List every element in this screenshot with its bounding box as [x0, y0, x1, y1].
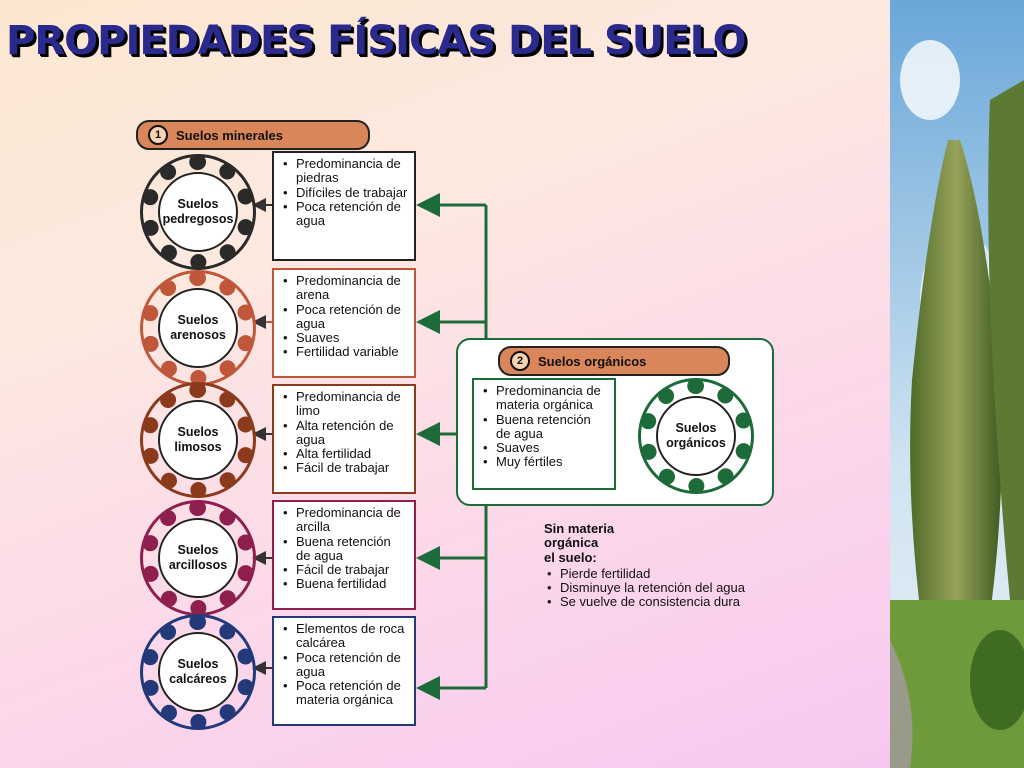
list-item: Fácil de trabajar	[282, 461, 408, 476]
box-limosos: Predominancia de limo Alta retención de …	[272, 384, 416, 494]
tree-photo	[890, 0, 1024, 768]
ring-arenosos-label: Suelos arenosos	[158, 288, 238, 368]
box-pedregosos: Predominancia de piedras Difíciles de tr…	[272, 151, 416, 261]
list-item: Alta fertilidad	[282, 446, 408, 461]
list-item: Se vuelve de consistencia dura	[544, 595, 745, 610]
ring-calcareos: Suelos calcáreos	[140, 614, 256, 730]
ring-organicos-label: Suelos orgánicos	[656, 396, 736, 476]
ring-calcareos-label: Suelos calcáreos	[158, 632, 238, 712]
list-item: Disminuye la retención del agua	[544, 580, 745, 595]
list-item: Poca retención de agua	[282, 302, 408, 332]
ring-limosos: Suelos limosos	[140, 382, 256, 498]
list-item: Fertilidad variable	[282, 345, 408, 360]
list-item: Pierde fertilidad	[544, 566, 745, 581]
list-item: Suaves	[482, 440, 608, 455]
organicos-label: Suelos orgánicos	[538, 353, 647, 369]
box-arenosos: Predominancia de arena Poca retención de…	[272, 268, 416, 378]
ring-limosos-label: Suelos limosos	[158, 400, 238, 480]
note-sin-materia-organica: Sin materia orgánica el suelo: Pierde fe…	[544, 521, 745, 610]
list-item: Predominancia de arcilla	[282, 505, 408, 535]
minerales-number: 1	[148, 125, 168, 145]
list-item: Predominancia de piedras	[282, 156, 408, 186]
list-item: Predominancia de limo	[282, 389, 408, 419]
list-item: Difíciles de trabajar	[282, 185, 408, 200]
ring-arenosos: Suelos arenosos	[140, 270, 256, 386]
note-heading: Sin materia orgánica el suelo:	[544, 521, 615, 565]
ring-pedregosos: Suelos pedregosos	[140, 154, 256, 270]
organicos-pill: 2 Suelos orgánicos	[498, 346, 730, 376]
slide-title: PROPIEDADES FÍSICAS DEL SUELO	[6, 18, 747, 64]
box-organicos: Predominancia de materia orgánica Buena …	[472, 378, 616, 490]
minerales-pill: 1 Suelos minerales	[136, 120, 370, 150]
list-item: Alta retención de agua	[282, 418, 408, 448]
ring-arcillosos: Suelos arcillosos	[140, 500, 256, 616]
list-item: Poca retención de agua	[282, 650, 408, 680]
ring-pedregosos-label: Suelos pedregosos	[158, 172, 238, 252]
list-item: Predominancia de arena	[282, 273, 408, 303]
box-arcillosos: Predominancia de arcilla Buena retención…	[272, 500, 416, 610]
list-item: Elementos de roca calcárea	[282, 621, 408, 651]
list-item: Predominancia de materia orgánica	[482, 383, 608, 413]
ring-arcillosos-label: Suelos arcillosos	[158, 518, 238, 598]
list-item: Buena retención de agua	[282, 534, 408, 564]
ring-organicos: Suelos orgánicos	[638, 378, 754, 494]
list-item: Muy fértiles	[482, 455, 608, 470]
list-item: Fácil de trabajar	[282, 562, 408, 577]
list-item: Poca retención de materia orgánica	[282, 679, 408, 708]
box-calcareos: Elementos de roca calcárea Poca retenció…	[272, 616, 416, 726]
list-item: Buena fertilidad	[282, 577, 408, 592]
organicos-number: 2	[510, 351, 530, 371]
list-item: Poca retención de agua	[282, 199, 408, 229]
minerales-label: Suelos minerales	[176, 127, 283, 143]
list-item: Suaves	[282, 330, 408, 345]
list-item: Buena retención de agua	[482, 412, 608, 442]
